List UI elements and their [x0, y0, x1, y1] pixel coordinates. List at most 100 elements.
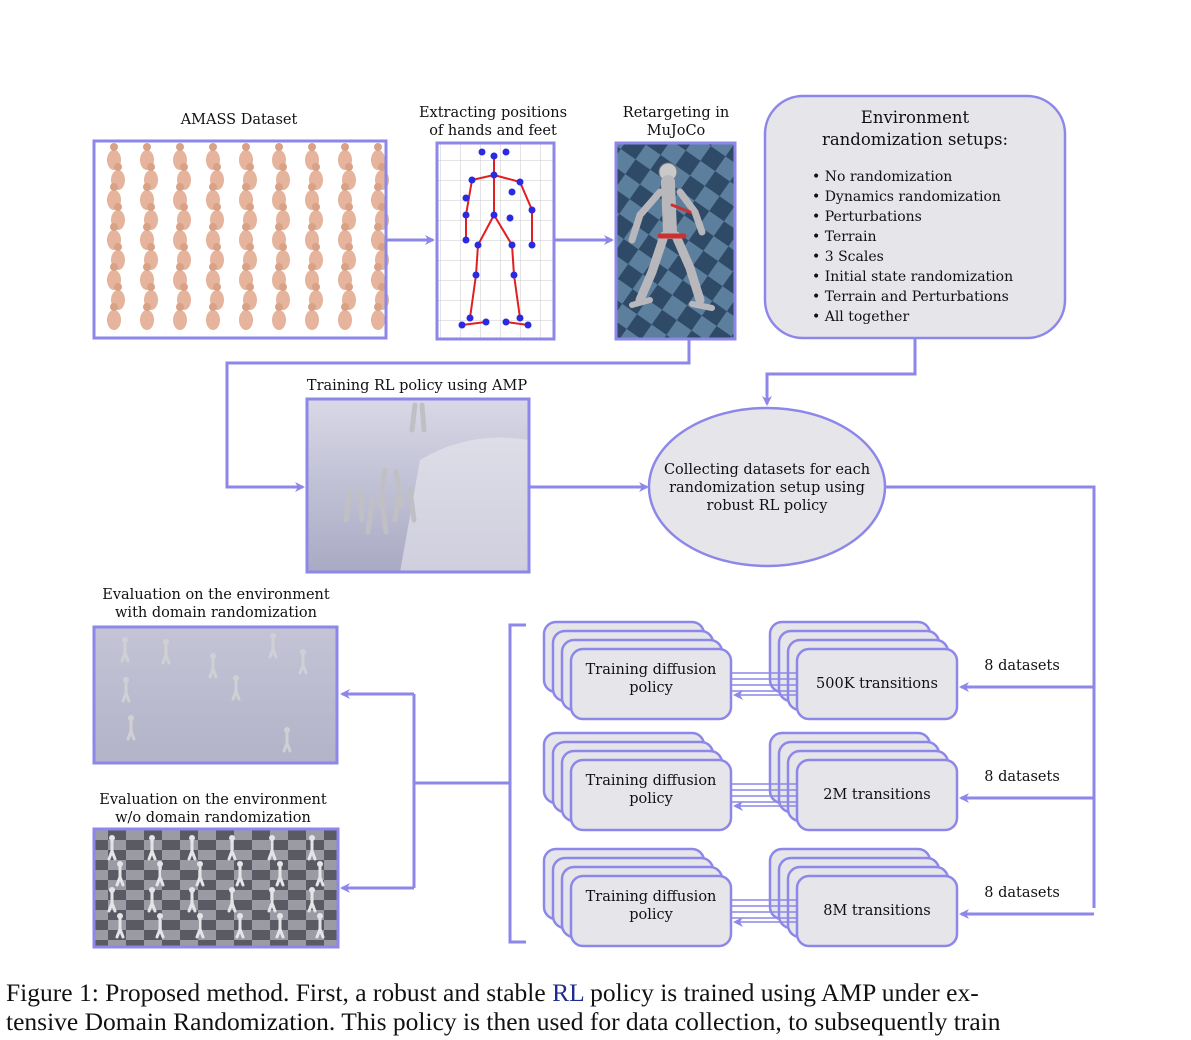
amass-image	[92, 139, 389, 340]
datasets-count-label: 8 datasets	[984, 769, 1060, 785]
robot-figures	[120, 633, 308, 753]
robot-group	[343, 402, 427, 535]
robot-figure	[126, 715, 136, 741]
robot-figure	[195, 861, 205, 887]
env-setup-item: • No randomization	[812, 169, 952, 185]
transition-stack-card	[795, 647, 959, 721]
robot-figure	[120, 637, 130, 663]
env-setup-item: • Terrain and Perturbations	[812, 289, 1009, 305]
eval-nodr-label-line2: w/o domain randomization	[115, 810, 311, 826]
robot-figure	[161, 639, 171, 665]
arrow-env-to-collect	[762, 338, 917, 406]
human-figure	[338, 303, 352, 330]
policy-label-line2: policy	[629, 791, 673, 807]
transitions-label: 500K transitions	[816, 676, 938, 692]
robot-figure	[227, 887, 237, 913]
caption-line-1: Figure 1: Proposed method. First, a robu…	[6, 978, 1188, 1007]
policy-stack-card	[569, 874, 733, 948]
robot-figure	[231, 675, 241, 701]
retarget-label-line2: MuJoCo	[647, 123, 706, 139]
extract-label-line1: Extracting positions	[419, 105, 567, 121]
datasets-count-label: 8 datasets	[984, 658, 1060, 674]
eval-nodr-image	[92, 827, 340, 949]
policy-label-line1: Training diffusion	[586, 662, 717, 678]
transition-stack-card	[795, 758, 959, 832]
arrow-mujoco-to-training	[225, 339, 691, 492]
env-setup-item: • Terrain	[812, 229, 876, 245]
training-rl-label: Training RL policy using AMP	[307, 378, 527, 394]
transitions-label: 2M transitions	[823, 787, 930, 803]
env-setup-item: • Initial state randomization	[812, 269, 1013, 285]
skeleton-joints	[458, 148, 536, 329]
humanoid-robot	[628, 162, 715, 311]
training-blocks: Training diffusion policy 500K transitions…	[542, 620, 1094, 948]
robot-figure	[267, 835, 277, 861]
robot-figure	[227, 835, 237, 861]
method-diagram: AMASS Dataset Extracting positions of ha…	[92, 94, 1096, 949]
policy-label-line1: Training diffusion	[586, 889, 717, 905]
robot-figure	[275, 861, 285, 887]
human-figure	[107, 303, 121, 330]
robot-figure	[195, 913, 205, 939]
env-setup-item: • Perturbations	[812, 209, 922, 225]
robot-figure	[115, 913, 125, 939]
retarget-label-line1: Retargeting in	[623, 105, 729, 121]
robot-figure	[307, 835, 317, 861]
env-title-line1: Environment	[861, 108, 970, 127]
human-figure	[140, 303, 154, 330]
robot-figure	[282, 727, 292, 753]
human-figure	[173, 303, 187, 330]
mujoco-robot-image	[614, 141, 737, 341]
robot-figure	[307, 887, 317, 913]
human-figure	[177, 163, 191, 190]
human-figure	[305, 303, 319, 330]
robot-figure	[208, 653, 218, 679]
figure-caption: Figure 1: Proposed method. First, a robu…	[6, 978, 1188, 1036]
human-figure	[206, 303, 220, 330]
robot-figure	[155, 861, 165, 887]
human-figure	[272, 303, 286, 330]
caption-line-2: tensive Domain Randomization. This polic…	[6, 1007, 1001, 1036]
robot-figure	[315, 861, 325, 887]
transitions-label: 8M transitions	[823, 903, 930, 919]
policy-label-line1: Training diffusion	[586, 773, 717, 789]
results-bracket	[508, 623, 526, 944]
robot-figure	[298, 649, 308, 675]
amass-label: AMASS Dataset	[180, 112, 298, 128]
env-title-line2: randomization setups:	[822, 130, 1008, 149]
human-mesh-figures	[107, 143, 389, 330]
robot-figure	[147, 887, 157, 913]
training-rl-image	[305, 397, 531, 574]
training-row: Training diffusion policy 500K transitions…	[542, 620, 1094, 721]
robot-figure	[107, 835, 117, 861]
caption-text-1b: policy is trained using AMP under ex-	[583, 978, 979, 1007]
human-figure	[239, 303, 253, 330]
robot-figure	[155, 913, 165, 939]
collect-line2: randomization setup using	[669, 480, 865, 496]
human-figure	[371, 303, 385, 330]
caption-text-1a: Figure 1: Proposed method. First, a robu…	[6, 978, 553, 1007]
robot-figure	[235, 861, 245, 887]
policy-stack-card	[569, 758, 733, 832]
robot-figure	[235, 913, 245, 939]
rl-link[interactable]: RL	[552, 978, 584, 1007]
policy-label-line2: policy	[629, 907, 673, 923]
robot-figure	[268, 633, 278, 659]
eval-dr-label-line2: with domain randomization	[115, 605, 317, 621]
env-setup-item: • 3 Scales	[812, 249, 884, 265]
robot-figure	[267, 887, 277, 913]
dataset-distribution-bus	[885, 485, 1096, 908]
skeleton-image	[435, 141, 556, 341]
policy-label-line2: policy	[629, 680, 673, 696]
env-setup-item: • All together	[812, 309, 909, 325]
human-figure	[305, 223, 319, 250]
robot-figure	[147, 835, 157, 861]
env-randomization-box: Environment randomization setups: • No r…	[763, 94, 1067, 340]
eval-nodr-label-line1: Evaluation on the environment	[99, 792, 327, 808]
robot-figures	[107, 835, 325, 939]
robot-figure	[315, 913, 325, 939]
training-row: Training diffusion policy 2M transitions 8 …	[542, 731, 1094, 832]
collect-datasets-node: Collecting datasets for each randomizati…	[647, 406, 887, 568]
policy-stack-card	[569, 647, 733, 721]
